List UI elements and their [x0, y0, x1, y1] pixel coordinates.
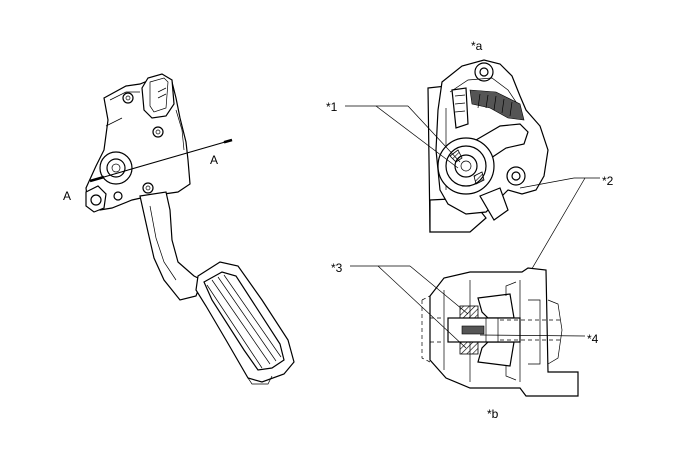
- sensor-front-view: [427, 59, 549, 233]
- callout-4-label: *4: [587, 332, 599, 346]
- section-label-a-right: A: [210, 153, 218, 167]
- view-label-b: *b: [487, 407, 499, 421]
- view-label-a: *a: [471, 39, 483, 53]
- callout-4-leader: [479, 334, 586, 337]
- callout-2-label: *2: [602, 174, 614, 188]
- callout-3-leaders: [350, 265, 469, 349]
- callout-1-leaders: [345, 105, 461, 169]
- accelerator-pedal-drawing: [85, 73, 295, 385]
- sensor-section-view: [421, 267, 579, 397]
- section-label-a-left: A: [63, 189, 71, 203]
- callout-3-label: *3: [331, 261, 343, 275]
- callout-1-label: *1: [326, 100, 338, 114]
